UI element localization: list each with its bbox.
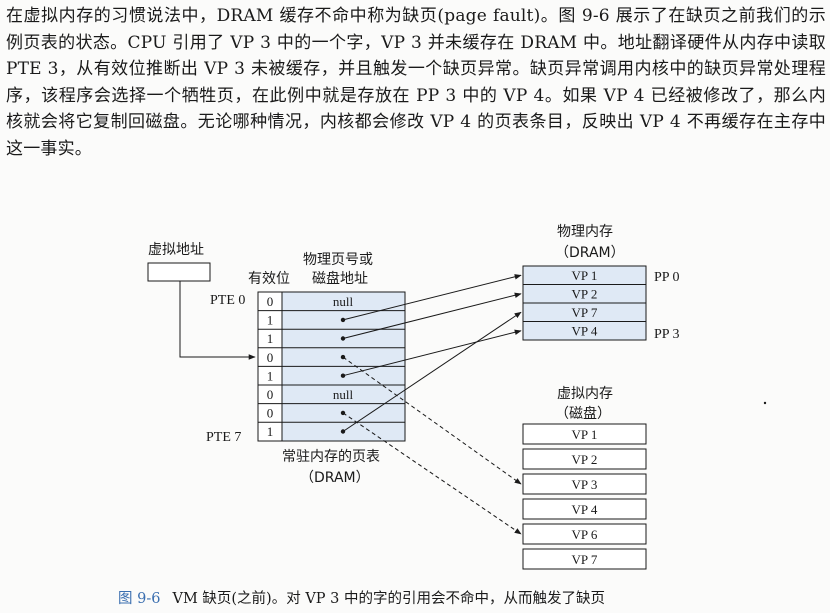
valid-bit-cell: 1 <box>267 331 274 346</box>
dram-pointer-arrow <box>342 329 522 377</box>
valid-bit-cell: 0 <box>267 387 274 402</box>
dram-pointer-arrow <box>342 292 522 339</box>
virtual-page-label: VP 2 <box>572 452 598 467</box>
caption-text: VM 缺页(之前)。对 VP 3 中的字的引用会不命中，从而触发了缺页 <box>172 591 605 607</box>
address-cell: null <box>333 387 354 402</box>
pte7-label: PTE 7 <box>206 430 241 445</box>
virtual-page-cell <box>522 423 647 445</box>
physical-page-label: VP 4 <box>572 324 598 339</box>
physical-page-cell <box>522 321 647 341</box>
pp0-label: PP 0 <box>654 270 680 285</box>
mapping-arrows <box>340 274 522 535</box>
valid-bit-cell: 0 <box>267 406 274 421</box>
stray-dot <box>763 401 767 405</box>
virtual-address-arrow <box>179 281 256 360</box>
virtual-page-label: VP 7 <box>572 552 598 567</box>
valid-bit-cell: 0 <box>267 294 274 309</box>
valid-bit-cell: 1 <box>267 313 274 328</box>
virtual-page-cell <box>522 448 647 470</box>
virtual-page-cell <box>522 498 647 520</box>
physical-memory: VP 1 VP 2 VP 7 VP 4 <box>522 265 647 341</box>
virtual-page-cell <box>522 523 647 545</box>
virtual-address-label: 虚拟地址 <box>148 242 204 258</box>
virtual-memory-title-line1: 虚拟内存 <box>557 386 613 402</box>
disk-pointer-arrow <box>342 356 522 485</box>
dram-pointer-arrow <box>342 274 522 321</box>
virtual-page-label: VP 4 <box>572 502 598 517</box>
body-paragraph: 在虚拟内存的习惯说法中，DRAM 缓存不命中称为缺页(page fault)。图… <box>6 3 826 162</box>
page-table-caption-line1: 常驻内存的页表 <box>282 449 380 465</box>
dram-pointer-arrow <box>342 311 522 432</box>
virtual-page-label: VP 1 <box>572 427 598 442</box>
virtual-page-cell <box>522 473 647 495</box>
physical-memory-title-line2: （DRAM） <box>555 245 625 261</box>
virtual-memory-title-line2: （磁盘） <box>555 405 611 422</box>
figure-caption: 图 9-6 VM 缺页(之前)。对 VP 3 中的字的引用会不命中，从而触发了缺页 <box>118 587 605 608</box>
virtual-page-cell <box>522 548 647 570</box>
address-cell: null <box>333 294 354 309</box>
pp3-label: PP 3 <box>654 327 680 342</box>
page-table-caption-line2: （DRAM） <box>300 470 370 486</box>
physical-page-label: VP 2 <box>572 287 598 302</box>
disk-pointer-arrow <box>342 412 522 535</box>
virtual-page-label: VP 3 <box>572 477 598 492</box>
page-table: 0 null 1 1 0 1 0 null 0 1 <box>257 291 406 442</box>
valid-bit-header: 有效位 <box>248 271 290 287</box>
valid-bit-cell: 1 <box>267 424 274 439</box>
ppn-header-line1: 物理页号或 <box>303 252 373 268</box>
figure-number: 图 9-6 <box>118 591 161 607</box>
ppn-header-line2: 磁盘地址 <box>312 270 368 287</box>
paragraph-text: 在虚拟内存的习惯说法中，DRAM 缓存不命中称为缺页(page fault)。图… <box>6 6 826 159</box>
pte0-label: PTE 0 <box>210 293 245 308</box>
virtual-page-label: VP 6 <box>572 527 598 542</box>
virtual-memory: VP 1 VP 2 VP 3 VP 4 VP 6 VP 7 <box>522 423 647 570</box>
valid-bit-cell: 1 <box>267 368 274 383</box>
physical-page-label: VP 1 <box>572 268 598 283</box>
physical-memory-title-line1: 物理内存 <box>557 224 613 240</box>
virtual-address-box <box>147 262 211 282</box>
physical-page-label: VP 7 <box>572 305 598 320</box>
valid-bit-cell: 0 <box>267 350 274 365</box>
